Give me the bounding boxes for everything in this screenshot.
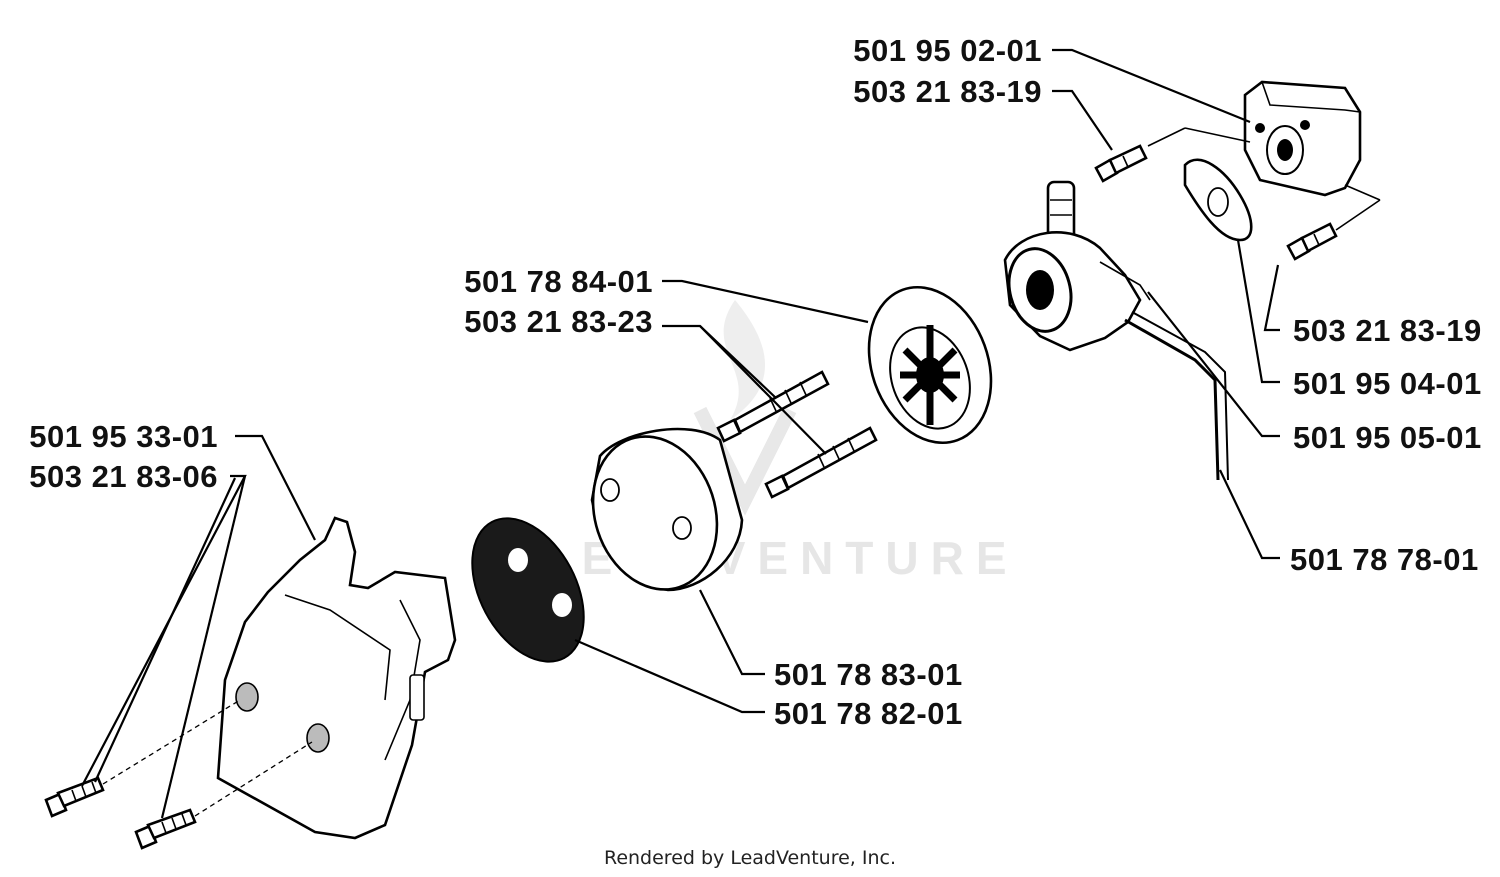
cover-screw-2-part xyxy=(134,808,197,850)
leader-503-21-83-23-b xyxy=(699,325,827,455)
construction-line xyxy=(1147,127,1186,147)
label-501-78-84-01: 501 78 84-01 xyxy=(464,264,653,299)
leader-501-78-82-01 xyxy=(574,638,765,714)
leader-501-78-78-01 xyxy=(1219,469,1280,560)
small-screw-right-part xyxy=(1286,222,1338,261)
long-screw-2-part xyxy=(764,426,878,499)
label-503-21-83-19-top: 503 21 83-19 xyxy=(853,74,1042,109)
intake-manifold-part xyxy=(1243,80,1362,197)
leader-501-95-05-01 xyxy=(1147,291,1280,438)
footer-credit: Rendered by LeadVenture, Inc. xyxy=(604,847,896,869)
label-501-95-02-01: 501 95 02-01 xyxy=(853,33,1042,68)
label-501-95-05-01: 501 95 05-01 xyxy=(1293,420,1482,455)
leader-503-21-83-19-right xyxy=(1263,264,1280,332)
leader-503-21-83-06-b xyxy=(160,475,247,819)
label-503-21-83-19-right: 503 21 83-19 xyxy=(1293,313,1482,348)
label-501-95-04-01: 501 95 04-01 xyxy=(1293,366,1482,401)
construction-line xyxy=(1344,184,1381,201)
small-screw-top-part xyxy=(1094,144,1148,183)
label-503-21-83-23: 503 21 83-23 xyxy=(464,304,653,339)
tank-cover-part xyxy=(216,516,457,840)
label-503-21-83-06: 503 21 83-06 xyxy=(29,459,218,494)
gasket-part xyxy=(1183,158,1253,242)
label-501-95-33-01: 501 95 33-01 xyxy=(29,419,218,454)
label-501-78-82-01: 501 78 82-01 xyxy=(774,696,963,731)
leader-501-78-84-01 xyxy=(662,279,869,324)
watermark-flame-icon xyxy=(723,300,766,420)
long-screw-1-part xyxy=(716,370,830,443)
construction-line xyxy=(1184,127,1251,143)
leader-501-95-04-01 xyxy=(1236,239,1280,384)
filter-plate-part xyxy=(867,285,993,445)
carburetor-part xyxy=(1003,180,1229,481)
cover-screw-1-part xyxy=(44,776,105,818)
leader-503-21-83-06-c xyxy=(94,477,236,783)
label-501-78-78-01: 501 78 78-01 xyxy=(1290,542,1479,577)
filter-disc-part xyxy=(471,517,585,663)
leader-503-21-83-19-top xyxy=(1052,89,1113,151)
leader-501-95-33-01 xyxy=(235,434,316,541)
filter-cup-part xyxy=(590,427,744,592)
leader-501-78-83-01 xyxy=(699,589,765,676)
label-501-78-83-01: 501 78 83-01 xyxy=(774,657,963,692)
construction-line xyxy=(1335,199,1381,231)
leader-501-95-02-01 xyxy=(1052,48,1251,124)
